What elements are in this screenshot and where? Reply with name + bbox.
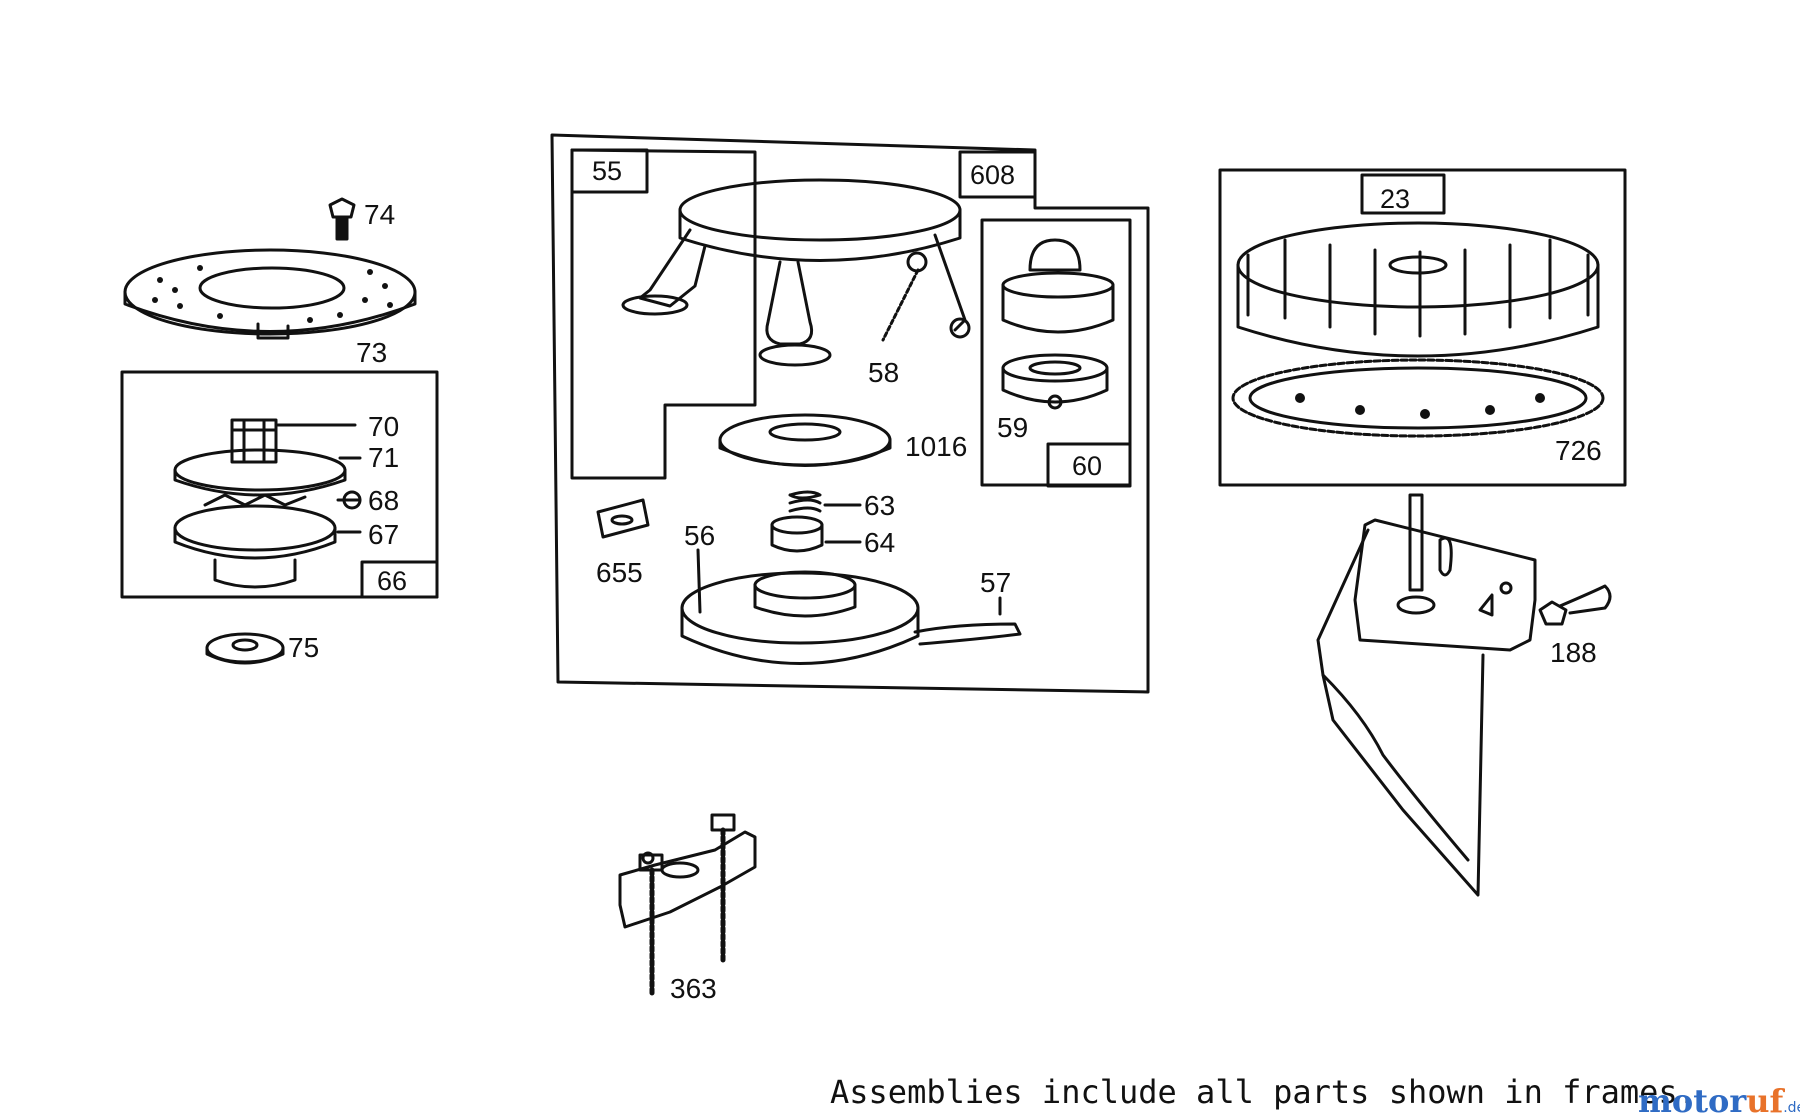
part-label-23: 23: [1380, 184, 1410, 214]
part-label-59: 59: [997, 412, 1028, 443]
frame-55-label-box: [570, 148, 649, 194]
frame-23-label-box: [1360, 173, 1446, 215]
part-label-75: 75: [288, 632, 319, 663]
part-64-retainer-drawing: [770, 515, 862, 553]
frame-55: [570, 148, 757, 480]
part-label-60: 60: [1072, 451, 1102, 481]
assemblies-caption: Assemblies include all parts shown in fr…: [830, 1073, 1697, 1111]
part-57-spring-drawing: [913, 596, 1022, 646]
frame-608-label-box: [958, 150, 1037, 199]
watermark-part1: motor: [1638, 1082, 1747, 1120]
part-label-58: 58: [868, 357, 899, 388]
part-label-63: 63: [864, 490, 895, 521]
motoruf-watermark: motoruf.de: [1638, 1082, 1800, 1120]
part-label-188: 188: [1550, 637, 1597, 668]
watermark-part2: uf: [1746, 1082, 1785, 1120]
part-23-flywheel-drawing: [1236, 221, 1600, 358]
part-label-363: 363: [670, 973, 717, 1004]
part-label-57: 57: [980, 567, 1011, 598]
part-label-726: 726: [1555, 435, 1602, 466]
part-73-plate-drawing: [123, 248, 417, 340]
part-label-64: 64: [864, 527, 895, 558]
part-label-67: 67: [368, 519, 399, 550]
part-label-608: 608: [970, 160, 1015, 190]
frame-66-label-box: [360, 560, 439, 599]
frame-608: [550, 133, 1150, 694]
part-60-cup-drawing: [1001, 238, 1115, 334]
part-label-66: 66: [377, 566, 407, 596]
part-655-clip-drawing: [596, 498, 650, 539]
watermark-suffix: .de: [1783, 1100, 1800, 1116]
part-label-73: 73: [356, 337, 387, 368]
part-label-68: 68: [368, 485, 399, 516]
part-56-pulley-drawing: [680, 548, 920, 665]
part-726-ring-gear-drawing: [1231, 358, 1605, 438]
part-188-fastener-drawing: [1538, 584, 1612, 626]
frame-66: [120, 370, 439, 599]
part-label-55: 55: [592, 156, 622, 186]
part-74-screw-drawing: [328, 197, 356, 241]
frame-60-label-box: [1046, 442, 1132, 488]
part-67-housing-drawing: [173, 493, 362, 589]
part-1016-washer-drawing: [718, 413, 892, 467]
part-70-71-hub-drawing: [173, 418, 362, 497]
part-label-56: 56: [684, 520, 715, 551]
part-363-bracket-drawing: [618, 813, 757, 998]
frame-23: [1218, 168, 1627, 487]
part-63-spring-drawing: [788, 490, 862, 513]
part-75-washer-drawing: [205, 632, 285, 665]
blower-housing-drawing: [1316, 493, 1537, 897]
part-label-71: 71: [368, 442, 399, 473]
svg-text:motoruf.de: motoruf.de: [1638, 1082, 1800, 1120]
part-label-655: 655: [596, 557, 643, 588]
part-label-1016: 1016: [905, 431, 967, 462]
part-55-housing-drawing: [621, 178, 971, 367]
part-58-rope-drawing: [881, 268, 920, 342]
part-59-ratchet-drawing: [1001, 353, 1109, 410]
part-label-70: 70: [368, 411, 399, 442]
part-label-74: 74: [364, 199, 395, 230]
